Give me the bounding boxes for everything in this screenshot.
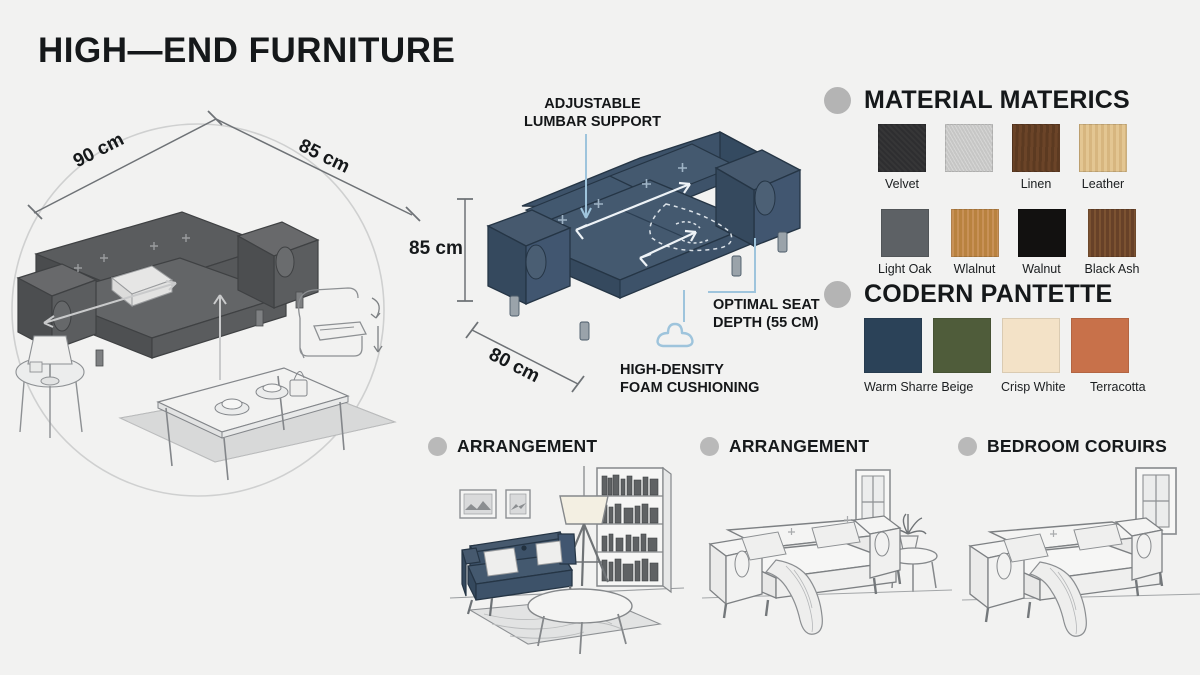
overview-scene xyxy=(0,123,420,497)
material-swatch-label: Velvet xyxy=(884,177,920,191)
material-swatch-label: Light Oak xyxy=(878,262,932,276)
material-swatch-color xyxy=(950,209,999,257)
palette-heading: CODERN PANTETTE xyxy=(824,280,1112,309)
overview-sofa xyxy=(16,211,320,367)
scene-3-title: BEDROOM CORUIRS xyxy=(987,436,1167,456)
material-swatch-color xyxy=(1017,209,1066,257)
materials-row-2: Light Oak Wlalnut Walnut Black Ash xyxy=(878,209,1139,276)
callout-foam-line2: FOAM CUSHIONING xyxy=(620,379,760,396)
palette-swatch-olive[interactable] xyxy=(933,318,991,373)
palette-swatch-terracotta[interactable] xyxy=(1071,318,1129,373)
scene-1-illustration xyxy=(432,458,685,663)
material-swatch-color xyxy=(880,209,929,257)
callout-foam-line1: HIGH-DENSITY xyxy=(620,362,724,378)
scene-2-title: ARRANGEMENT xyxy=(729,436,870,456)
leader-foam xyxy=(676,290,696,324)
sofa-width-arrow xyxy=(43,280,177,328)
material-swatch[interactable]: Walnut xyxy=(1017,209,1066,276)
material-swatch[interactable]: Velvet xyxy=(878,124,926,191)
material-swatch-color xyxy=(1012,124,1060,172)
materials-title: MATERIAL MATERICS xyxy=(864,86,1130,114)
palette-grid: Warm Sharre Beige Crisp White Terracotta xyxy=(864,318,1146,394)
material-swatch[interactable]: Wlalnut xyxy=(950,209,999,276)
palette-label: Crisp White xyxy=(1001,380,1066,394)
palette-bullet-icon xyxy=(824,281,851,308)
material-swatch-color xyxy=(878,124,926,172)
palette-swatch-navy[interactable] xyxy=(864,318,922,373)
callout-lumbar-line2: LUMBAR SUPPORT xyxy=(524,113,661,130)
palette-swatch-row xyxy=(864,318,1146,373)
material-swatch-label: Leather xyxy=(1081,177,1125,191)
scene-3-heading: BEDROOM CORUIRS xyxy=(958,436,1167,457)
dimension-height-label: 85 cm xyxy=(409,238,463,259)
material-swatch[interactable]: Linen xyxy=(1012,124,1060,191)
material-swatch-color xyxy=(1087,209,1136,257)
materials-bullet-icon xyxy=(824,87,851,114)
callout-seat-depth-line1: OPTIMAL SEAT xyxy=(713,297,820,313)
vignette-circle xyxy=(11,123,385,497)
leader-seat-depth xyxy=(660,230,770,310)
scene-3-bullet-icon xyxy=(958,437,977,456)
palette-label: Warm Sharre Beige xyxy=(864,380,974,394)
palette-panel: CODERN PANTETTE xyxy=(824,280,1112,309)
callout-lumbar-support: ADJUSTABLE LUMBAR SUPPORT xyxy=(524,96,661,131)
material-swatch-label: Black Ash xyxy=(1084,262,1140,276)
scene-2-illustration xyxy=(701,458,953,658)
callout-seat-depth: OPTIMAL SEAT DEPTH (55 CM) xyxy=(713,297,820,332)
scene-1-bullet-icon xyxy=(428,437,447,456)
palette-swatch-cream[interactable] xyxy=(1002,318,1060,373)
height-dimension-line xyxy=(455,195,479,305)
material-swatch[interactable] xyxy=(945,124,993,191)
side-table xyxy=(15,335,85,438)
material-swatch[interactable]: Leather xyxy=(1079,124,1127,191)
coffee-table xyxy=(156,367,350,481)
sofa-height-arrow xyxy=(213,294,227,380)
materials-row-1: Velvet Linen Leather xyxy=(878,124,1139,191)
leader-lumbar xyxy=(578,134,608,224)
scene-3-illustration xyxy=(961,458,1200,658)
material-swatch-label: Wlalnut xyxy=(953,262,996,276)
seat-dimension-line xyxy=(462,321,592,394)
material-swatch-color xyxy=(945,124,993,172)
callout-lumbar-line1: ADJUSTABLE xyxy=(544,96,641,112)
materials-panel: MATERIAL MATERICS xyxy=(824,86,1130,115)
scene-1-title: ARRANGEMENT xyxy=(457,436,598,456)
palette-title: CODERN PANTETTE xyxy=(864,280,1113,308)
scene-1-heading: ARRANGEMENT xyxy=(428,436,597,457)
material-swatch[interactable]: Light Oak xyxy=(878,209,932,276)
materials-grid: Velvet Linen Leather Light Oak Wl xyxy=(878,124,1139,276)
overview-dimension-lines xyxy=(20,105,430,222)
material-swatch-color xyxy=(1079,124,1127,172)
material-swatch-label: Walnut xyxy=(1022,262,1061,276)
palette-labels: Warm Sharre Beige Crisp White Terracotta xyxy=(864,380,1146,394)
scene-2-heading: ARRANGEMENT xyxy=(700,436,869,457)
material-swatch[interactable]: Black Ash xyxy=(1084,209,1140,276)
callout-foam-cushioning: HIGH-DENSITY FOAM CUSHIONING xyxy=(620,362,759,397)
callout-seat-depth-line2: DEPTH (55 CM) xyxy=(713,314,819,331)
palette-label: Terracotta xyxy=(1090,380,1146,394)
material-swatch-label: Linen xyxy=(1020,177,1052,191)
foam-cushion-icon xyxy=(652,320,698,360)
recliner-diagram xyxy=(297,287,383,359)
materials-heading: MATERIAL MATERICS xyxy=(824,86,1130,115)
scene-3-sofa xyxy=(968,517,1164,623)
scene-2-bullet-icon xyxy=(700,437,719,456)
page-title: HIGH—END FURNITURE xyxy=(38,31,456,70)
